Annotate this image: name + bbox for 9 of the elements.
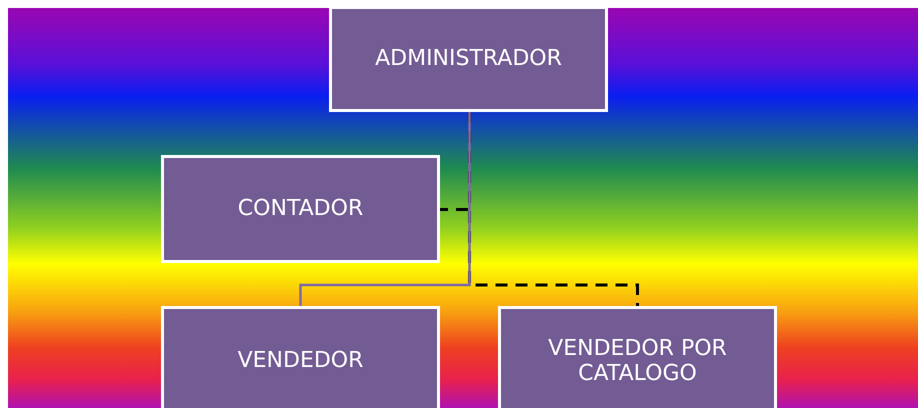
role-label: ADMINISTRADOR (375, 46, 562, 72)
role-box (329, 6, 608, 112)
connector-line (299, 111, 471, 306)
role-label: CONTADOR (238, 196, 364, 222)
role-box (498, 306, 777, 408)
role-box (161, 306, 440, 408)
role-label: VENDEDOR (238, 348, 364, 374)
role-label: VENDEDOR POR CATALOGO (547, 336, 728, 386)
role-box (161, 155, 440, 263)
